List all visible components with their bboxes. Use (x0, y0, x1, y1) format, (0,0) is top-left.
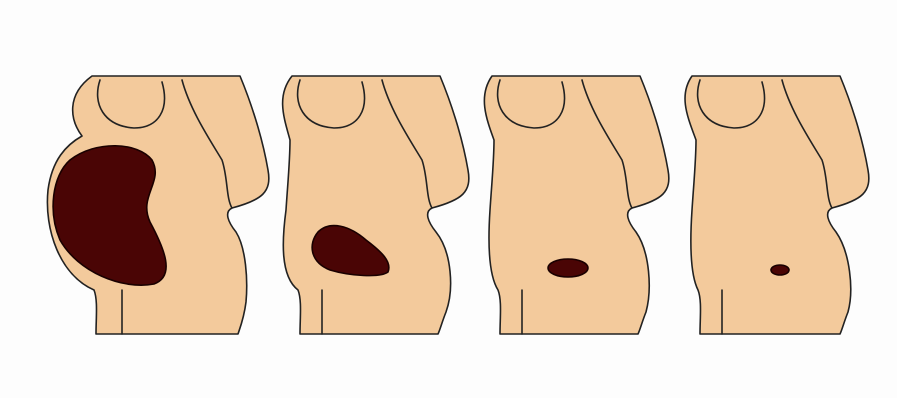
torso-4-body (685, 76, 869, 334)
torso-figure-1 (47, 76, 268, 334)
torso-3-body (484, 76, 668, 334)
torso-figure-3 (484, 76, 668, 334)
uterus-3 (548, 259, 588, 277)
torso-2-body (283, 76, 469, 334)
torso-figure-2 (283, 76, 469, 334)
uterus-4 (771, 265, 789, 275)
torso-figure-4 (685, 76, 869, 334)
